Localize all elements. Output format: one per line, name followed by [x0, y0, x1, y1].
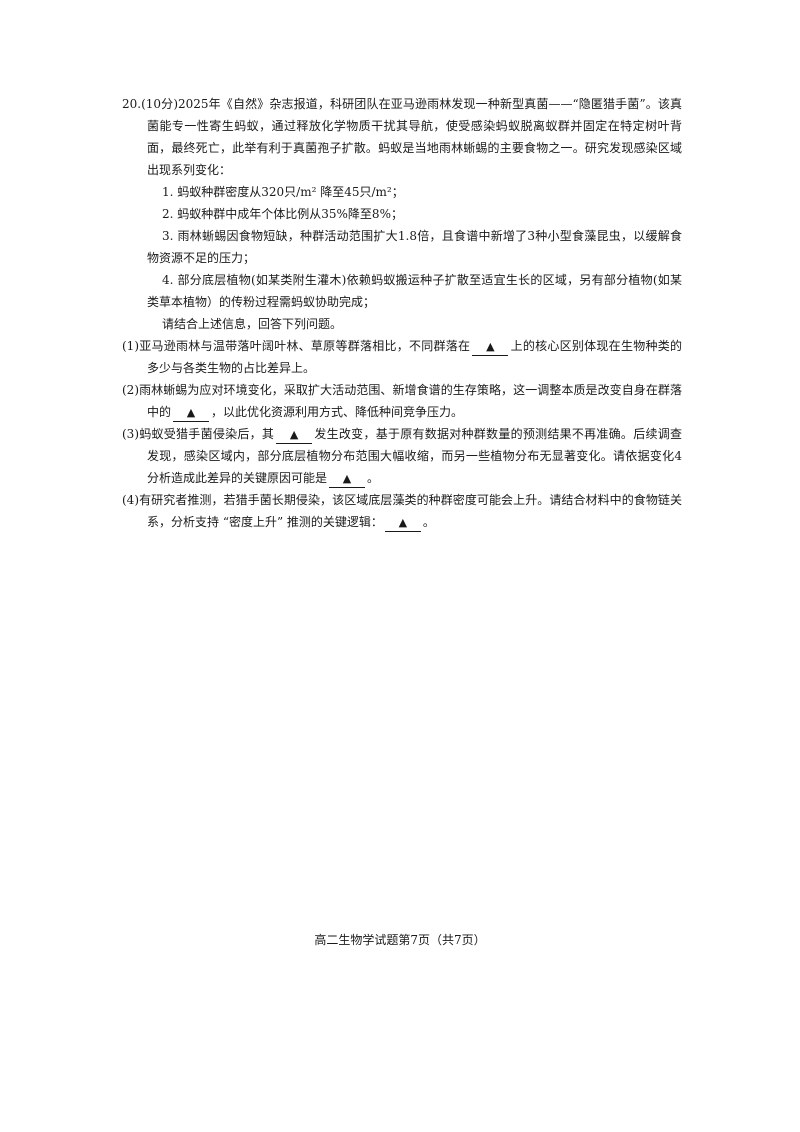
answer-blank[interactable]: ▲: [384, 514, 421, 532]
answer-blank[interactable]: ▲: [173, 404, 210, 422]
subquestion-2: (2)雨林蜥蜴为应对环境变化，采取扩大活动范围、新增食谱的生存策略，这一调整本质…: [122, 379, 682, 423]
triangle-icon: ▲: [398, 516, 408, 529]
change-item-3: 3. 雨林蜥蜴因食物短缺，种群活动范围扩大1.8倍，且食谱中新增了3种小型食藻昆…: [147, 229, 682, 265]
answer-blank[interactable]: ▲: [472, 338, 509, 356]
change-item-2: 2. 蚂蚁种群中成年个体比例从35%降至8%；: [162, 207, 403, 221]
change-item-1: 1. 蚂蚁种群密度从320只/m² 降至45只/m²；: [162, 185, 404, 199]
triangle-icon: ▲: [186, 406, 196, 419]
page-footer: 高二生物学试题第7页（共7页）: [314, 933, 486, 947]
question-content: 20.(10分)2025年《自然》杂志报道，科研团队在亚马逊雨林发现一种新型真菌…: [122, 93, 682, 533]
answer-blank[interactable]: ▲: [329, 470, 366, 488]
subquestion-1: (1)亚马逊雨林与温带落叶阔叶林、草原等群落相比，不同群落在▲上的核心区别体现在…: [122, 338, 682, 375]
triangle-icon: ▲: [289, 428, 299, 441]
triangle-icon: ▲: [342, 472, 352, 485]
question-lead: 2025年《自然》杂志报道，科研团队在亚马逊雨林发现一种新型真菌——“隐匿猎手菌…: [147, 97, 682, 177]
question-score: (10分): [141, 97, 178, 111]
question-number: 20.: [122, 97, 142, 111]
subquestion-4: (4)有研究者推测，若猎手菌长期侵染，该区域底层藻类的种群密度可能会上升。请结合…: [122, 489, 682, 533]
answer-blank[interactable]: ▲: [276, 426, 313, 444]
subquestion-label: (3): [122, 427, 139, 441]
question-20-stem: 20.(10分)2025年《自然》杂志报道，科研团队在亚马逊雨林发现一种新型真菌…: [122, 93, 682, 181]
subquestion-label: (1): [122, 339, 139, 353]
answer-prompt: 请结合上述信息，回答下列问题。: [162, 317, 343, 331]
subquestion-3: (3)蚂蚁受猎手菌侵染后，其▲发生改变，基于原有数据对种群数量的预测结果不再准确…: [122, 423, 682, 489]
triangle-icon: ▲: [486, 340, 495, 353]
subquestion-label: (2): [122, 383, 139, 397]
subquestion-label: (4): [122, 493, 139, 507]
change-item-4: 4. 部分底层植物(如某类附生灌木)依赖蚂蚁搬运种子扩散至适宜生长的区域，另有部…: [147, 273, 682, 309]
